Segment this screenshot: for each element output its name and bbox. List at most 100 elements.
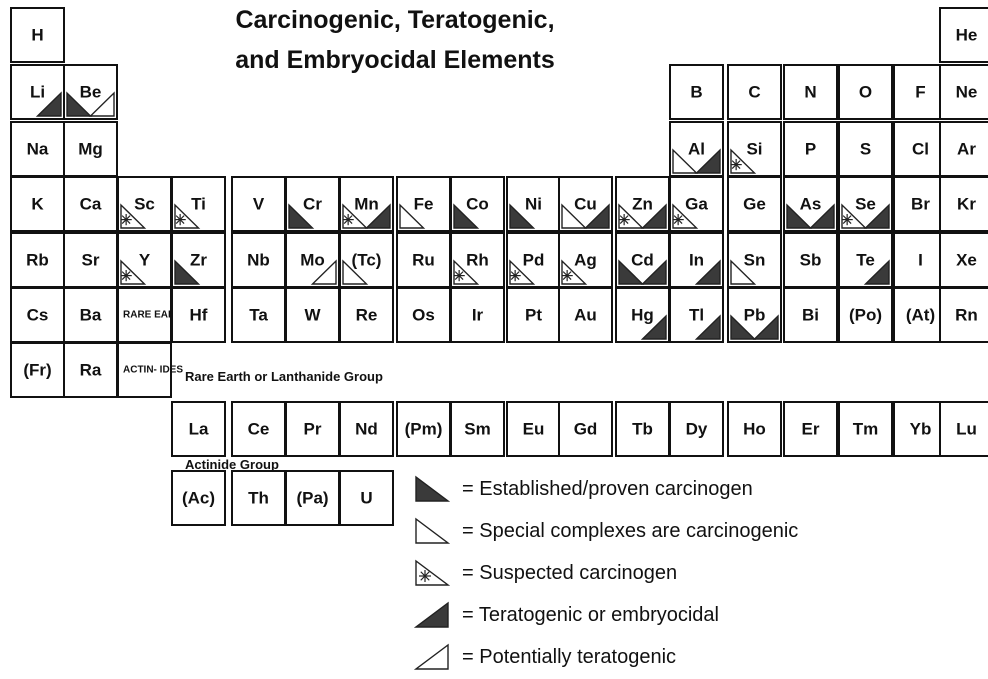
element-cell: Eu — [506, 401, 561, 457]
element-cell: S — [838, 121, 893, 177]
element-cell: (Ac) — [171, 470, 226, 526]
element-cell: (Po) — [838, 287, 893, 343]
element-cell: N — [783, 64, 838, 120]
element-symbol: H — [31, 25, 44, 45]
element-symbol: (Tc) — [351, 250, 382, 270]
element-cell: B — [669, 64, 724, 120]
title-line-2: and Embryocidal Elements — [235, 46, 555, 74]
element-cell: Os — [396, 287, 451, 343]
element-cell: Co — [450, 176, 505, 232]
suspected-carcinogen-mark — [618, 203, 645, 229]
element-marks — [672, 148, 721, 174]
element-symbol: Te — [856, 250, 875, 270]
element-symbol: Zr — [190, 250, 207, 270]
element-symbol: Ca — [79, 194, 102, 214]
element-symbol: Cl — [912, 139, 929, 159]
element-marks — [66, 91, 115, 117]
element-symbol: Ru — [412, 250, 435, 270]
suspected-carcinogen-mark — [672, 203, 699, 229]
element-marks — [35, 91, 62, 117]
element-symbol: Sn — [743, 250, 766, 270]
element-cell: Re — [339, 287, 394, 343]
element-symbol: Se — [855, 194, 876, 214]
element-symbol: Pb — [743, 305, 766, 325]
element-symbol: Ni — [525, 194, 542, 214]
asterisk-mark — [120, 213, 132, 226]
legend-text-suspected: = Suspected carcinogen — [462, 562, 678, 584]
element-cell: Pr — [285, 401, 340, 457]
element-symbol: Eu — [522, 419, 545, 439]
suspected-carcinogen-mark — [841, 203, 868, 229]
special-complex-carcinogen-mark — [399, 203, 426, 229]
element-symbol: Cs — [26, 305, 49, 325]
element-marks — [618, 203, 667, 229]
element-cell: Cr — [285, 176, 340, 232]
suspected-carcinogen-mark — [453, 259, 480, 285]
legend-icon-potential — [413, 641, 450, 676]
element-cell: Ir — [450, 287, 505, 343]
element-cell: Be — [63, 64, 118, 120]
teratogenic-mark — [863, 259, 890, 285]
teratogenic-mark — [863, 203, 890, 229]
element-marks — [509, 259, 536, 285]
element-cell: Tb — [615, 401, 670, 457]
suspected-carcinogen-mark — [509, 259, 536, 285]
asterisk-mark — [342, 213, 354, 226]
element-symbol: Gd — [573, 419, 598, 439]
element-symbol: (At) — [905, 305, 936, 325]
element-symbol: Ne — [955, 82, 978, 102]
element-symbol: (Po) — [848, 305, 883, 325]
element-symbol: Au — [574, 305, 597, 325]
teratogenic-mark — [640, 259, 667, 285]
element-cell: U — [339, 470, 394, 526]
element-cell: Gd — [558, 401, 613, 457]
suspected-carcinogen-mark — [342, 203, 369, 229]
legend-special-mark — [415, 517, 451, 544]
element-symbol: Sr — [81, 250, 100, 270]
element-cell: Mn — [339, 176, 394, 232]
teratogenic-mark — [583, 203, 610, 229]
element-symbol: Tb — [632, 419, 653, 439]
element-cell: Te — [838, 232, 893, 288]
element-cell: Mg — [63, 121, 118, 177]
element-symbol: Dy — [685, 419, 708, 439]
asterisk-mark — [419, 570, 431, 582]
legend-icon-special — [414, 515, 451, 550]
element-symbol: K — [31, 194, 44, 214]
element-marks — [399, 203, 426, 229]
element-symbol: RARE EARTH — [123, 309, 189, 321]
element-marks — [342, 203, 391, 229]
element-symbol: Pt — [525, 305, 542, 325]
special-complex-carcinogen-mark — [561, 203, 588, 229]
teratogenic-mark — [694, 259, 721, 285]
element-marks — [786, 203, 835, 229]
element-marks — [730, 314, 779, 340]
element-cell: (At) — [893, 287, 948, 343]
element-symbol: Tm — [852, 419, 879, 439]
element-cell: Au — [558, 287, 613, 343]
element-marks — [863, 259, 890, 285]
element-marks — [174, 203, 201, 229]
suspected-carcinogen-mark — [120, 203, 147, 229]
element-symbol: Pr — [303, 419, 322, 439]
element-symbol: Hf — [189, 305, 208, 325]
legend-teratogenic-mark — [413, 601, 449, 628]
element-cell: (Fr) — [10, 342, 65, 398]
asterisk-mark — [672, 213, 684, 226]
element-marks — [730, 148, 757, 174]
established-carcinogen-mark — [730, 314, 757, 340]
element-cell: Ce — [231, 401, 286, 457]
established-carcinogen-mark — [174, 259, 201, 285]
element-cell: Y — [117, 232, 172, 288]
legend-established-mark — [415, 475, 451, 502]
element-symbol: Al — [688, 139, 705, 159]
element-cell: Cd — [615, 232, 670, 288]
established-carcinogen-mark — [618, 259, 645, 285]
element-symbol: Ta — [249, 305, 268, 325]
element-symbol: Cr — [303, 194, 322, 214]
element-cell: (Tc) — [339, 232, 394, 288]
element-cell: Ne — [939, 64, 988, 120]
element-symbol: (Pm) — [404, 419, 443, 439]
established-carcinogen-mark — [509, 203, 536, 229]
element-symbol: O — [858, 82, 873, 102]
